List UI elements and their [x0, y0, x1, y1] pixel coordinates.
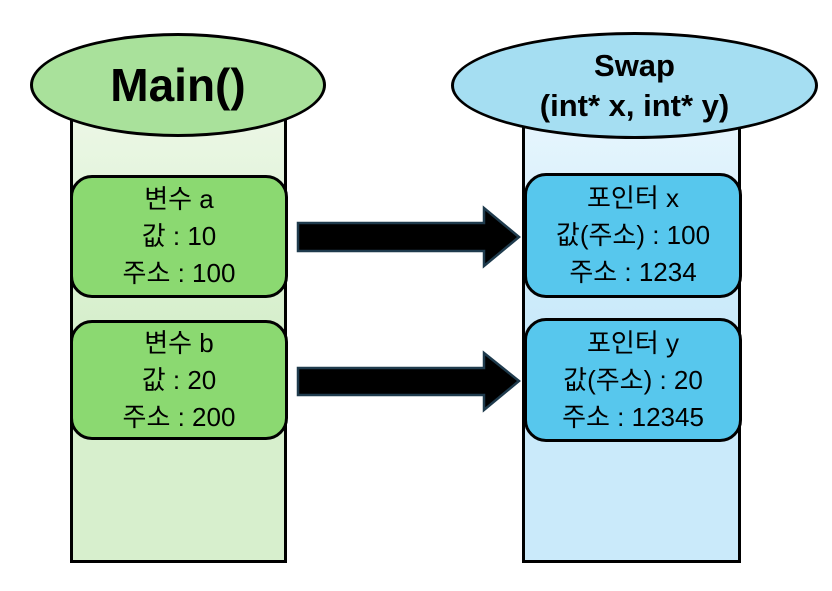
swap-function-title: Swap: [594, 47, 675, 83]
pointer-x-box: 포인터 x 값(주소) : 100 주소 : 1234: [524, 173, 742, 298]
variable-b-address: 주소 : 200: [122, 401, 236, 432]
pointer-x-value: 값(주소) : 100: [555, 220, 711, 250]
variable-b-box: 변수 b 값 : 20 주소 : 200: [70, 320, 288, 440]
main-function-title: Main(): [110, 59, 246, 111]
variable-a-value: 값 : 10: [141, 221, 217, 251]
variable-b-value: 값 : 20: [141, 364, 217, 395]
pointer-x-name: 포인터 x: [587, 183, 679, 213]
variable-a-box: 변수 a 값 : 10 주소 : 100: [70, 175, 288, 298]
swap-function-signature: (int* x, int* y): [539, 87, 730, 123]
pointer-y-value: 값(주소) : 20: [563, 364, 703, 395]
main-function-ellipse: Main(): [30, 33, 326, 137]
variable-b-name: 변수 b: [144, 327, 214, 358]
swap-function-ellipse: Swap (int* x, int* y): [451, 32, 818, 139]
pointer-y-name: 포인터 y: [587, 327, 679, 358]
pointer-x-address: 주소 : 1234: [569, 257, 697, 287]
pointer-y-box: 포인터 y 값(주소) : 20 주소 : 12345: [524, 318, 742, 442]
pointer-y-address: 주소 : 12345: [562, 401, 704, 432]
variable-a-name: 변수 a: [144, 184, 214, 214]
variable-a-address: 주소 : 100: [122, 258, 236, 288]
